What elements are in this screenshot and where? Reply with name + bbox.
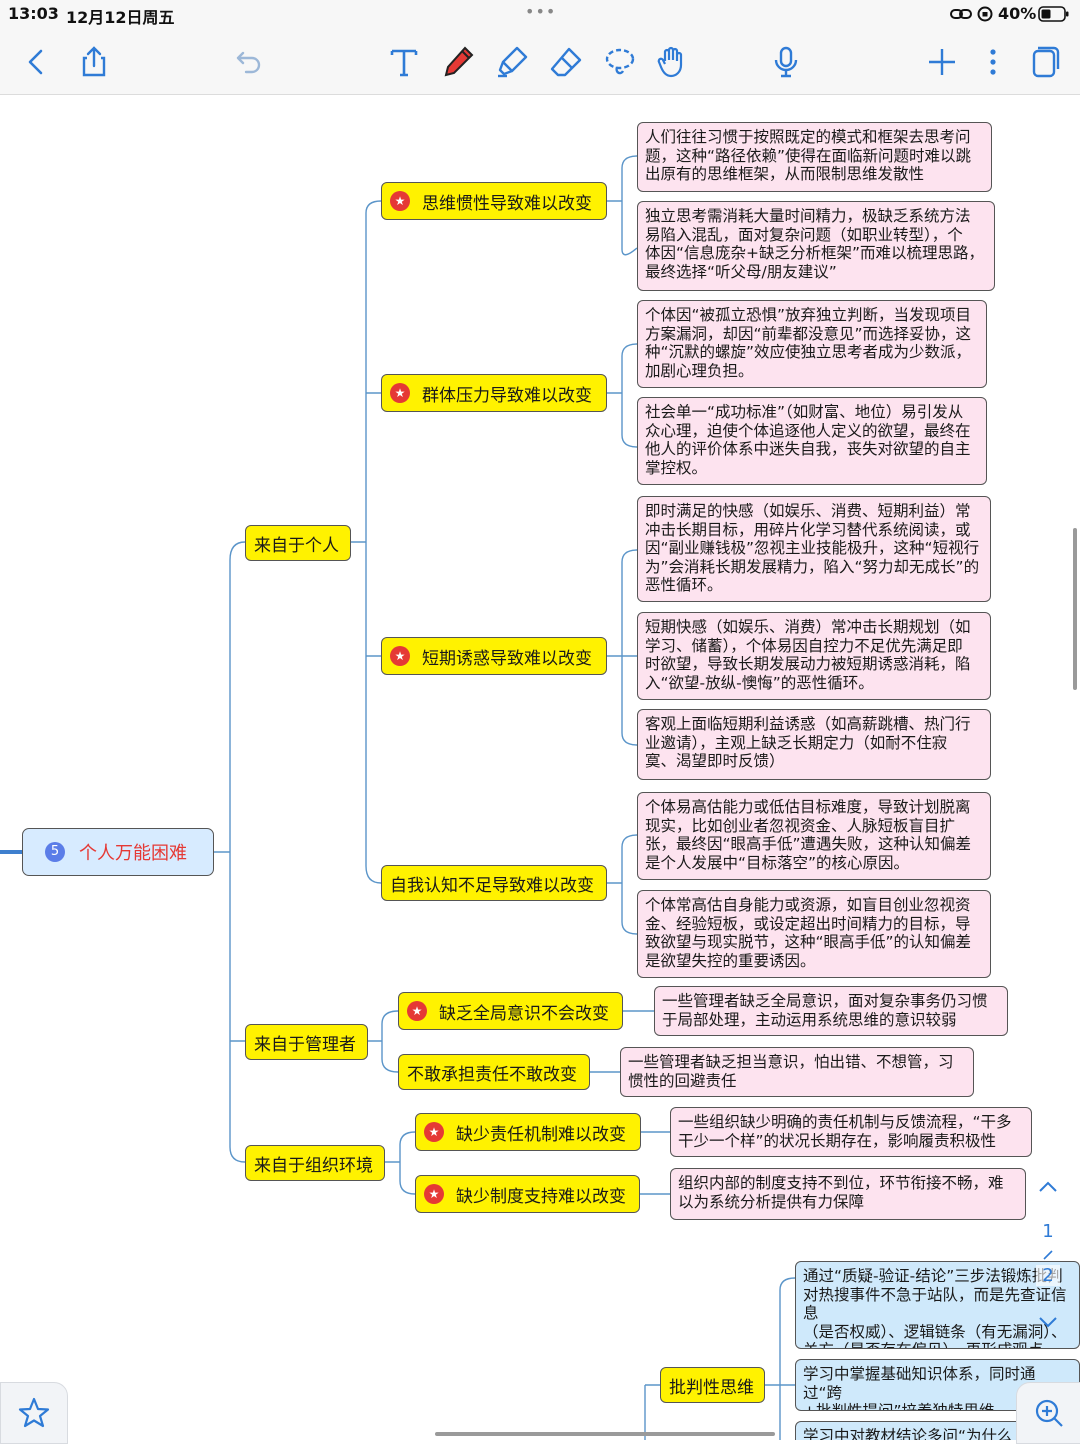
topic-critical-thinking[interactable]: 批判性思维 [660, 1367, 765, 1403]
branch-label: 来自于个人 [254, 535, 339, 556]
link-icon [950, 6, 972, 26]
toolbar [0, 30, 1080, 95]
share-icon [82, 46, 106, 77]
note-card[interactable]: 组织内部的制度支持不到位，环节衔接不畅，难 以为系统分析提供有力保障 [670, 1168, 1026, 1220]
root-label: 个人万能困难 [79, 843, 187, 864]
page-down-button[interactable] [1036, 1313, 1060, 1334]
page-up-button[interactable] [1036, 1178, 1060, 1199]
topic-institutional-support[interactable]: ★ 缺少制度支持难以改变 [415, 1175, 640, 1213]
battery-percent: 40% [998, 4, 1037, 23]
topic-short-term-temptation[interactable]: ★ 短期诱惑导致难以改变 [381, 637, 607, 675]
branch-organization[interactable]: 来自于组织环境 [245, 1145, 385, 1181]
zoom-button[interactable] [1016, 1382, 1080, 1444]
topic-label: 缺乏全局意识不会改变 [439, 1003, 609, 1024]
note-card[interactable]: 客观上面临短期利益诱惑（如高薪跳槽、热门行 业邀请），主观上缺乏长期定力（如耐不… [637, 709, 991, 780]
star-icon: ★ [390, 646, 410, 666]
note-card[interactable]: 一些组织缺少明确的责任机制与反馈流程，“干多 干少一个样”的状况长期存在，影响履… [670, 1107, 1032, 1157]
branch-personal[interactable]: 来自于个人 [245, 525, 351, 561]
add-button[interactable] [922, 42, 962, 82]
star-outline-icon [18, 1397, 50, 1428]
microphone-button[interactable] [766, 42, 806, 82]
topic-label: 群体压力导致难以改变 [422, 385, 592, 406]
chevron-down-icon [1039, 1317, 1057, 1328]
hand-icon [657, 46, 683, 78]
back-button[interactable] [16, 42, 56, 82]
text-tool-button[interactable] [384, 42, 424, 82]
note-card[interactable]: 个体因“被孤立恐惧”放弃独立判断，当发现项目 方案漏洞，却因“前辈都没意见”而选… [637, 300, 987, 388]
topic-avoid-responsibility[interactable]: 不敢承担责任不敢改变 [398, 1054, 590, 1090]
lasso-tool-button[interactable] [600, 42, 640, 82]
root-number-badge: 5 [45, 842, 65, 862]
topic-thinking-inertia[interactable]: ★ 思维惯性导致难以改变 [381, 182, 607, 220]
lasso-icon [605, 48, 635, 75]
note-card[interactable]: 个体常高估自身能力或资源，如盲目创业忽视资 金、经验短板，或设定超出时间精力的目… [637, 890, 991, 978]
star-icon: ★ [407, 1001, 427, 1021]
vertical-scrollbar[interactable] [1073, 528, 1077, 690]
topic-label: 自我认知不足导致难以改变 [390, 875, 594, 896]
branch-label: 来自于管理者 [254, 1034, 356, 1055]
topic-label: 不敢承担责任不敢改变 [407, 1064, 577, 1085]
more-button[interactable] [973, 42, 1013, 82]
star-icon: ★ [390, 383, 410, 403]
add-icon [929, 49, 955, 75]
pen-tool-button[interactable] [438, 42, 478, 82]
star-icon: ★ [424, 1122, 444, 1142]
note-card[interactable]: 通过“质疑-验证-结论”三步法锻炼批判 对热搜事件不急于站队，而是先查证信息 （… [795, 1261, 1080, 1349]
eraser-icon [550, 47, 582, 77]
favorite-button[interactable] [0, 1382, 68, 1444]
page-number-next: 2 [1036, 1265, 1060, 1286]
eraser-tool-button[interactable] [546, 42, 586, 82]
star-icon: ★ [390, 191, 410, 211]
root-node[interactable]: 5 个人万能困难 [22, 828, 214, 876]
chevron-up-icon [1039, 1181, 1057, 1192]
note-card[interactable]: 人们往往习惯于按照既定的模式和框架去思考问 题，这种“路径依赖”使得在面临新问题… [637, 122, 992, 192]
topic-self-awareness[interactable]: 自我认知不足导致难以改变 [381, 865, 607, 901]
battery-icon [1038, 5, 1070, 27]
topic-label: 思维惯性导致难以改变 [422, 193, 592, 214]
topic-accountability-mechanism[interactable]: ★ 缺少责任机制难以改变 [415, 1113, 641, 1151]
topic-group-pressure[interactable]: ★ 群体压力导致难以改变 [381, 374, 607, 412]
note-card[interactable]: 学习中对教材结论多问“为什么 [795, 1421, 1080, 1440]
note-card[interactable]: 即时满足的快感（如娱乐、消费、短期利益）常 冲击长期目标，用碎片化学习替代系统阅… [637, 496, 991, 602]
star-icon: ★ [424, 1184, 444, 1204]
highlighter-icon [498, 46, 528, 78]
branch-label: 来自于组织环境 [254, 1155, 373, 1176]
note-card[interactable]: 短期快感（如娱乐、消费）常冲击长期规划（如 学习、储蓄），个体易因自控力不足优先… [637, 612, 991, 700]
topic-label: 缺少责任机制难以改变 [456, 1124, 626, 1145]
pages-button[interactable] [1024, 42, 1064, 82]
status-date: 12月12日周五 [66, 8, 175, 27]
highlighter-tool-button[interactable] [492, 42, 532, 82]
more-icon [990, 49, 996, 75]
undo-icon [236, 51, 261, 74]
note-card[interactable]: 社会单一“成功标准”（如财富、地位）易引发从 众心理，迫使个体追逐他人定义的欲望… [637, 397, 987, 485]
pen-icon [444, 46, 474, 77]
topic-label: 缺少制度支持难以改变 [456, 1186, 626, 1207]
back-icon [28, 49, 43, 75]
mindmap-canvas[interactable]: 5 个人万能困难 来自于个人 来自于管理者 来自于组织环境 ★ 思维惯性导致难以改… [0, 95, 1080, 1440]
topic-global-awareness[interactable]: ★ 缺乏全局意识不会改变 [398, 992, 623, 1030]
pages-icon [1032, 46, 1060, 78]
connector-lines [0, 155, 796, 1440]
zoom-in-icon [1035, 1399, 1063, 1427]
topic-label: 批判性思维 [669, 1377, 754, 1398]
undo-button[interactable] [228, 42, 268, 82]
hand-tool-button[interactable] [652, 42, 692, 82]
share-button[interactable] [74, 42, 114, 82]
status-bar: 13:03 12月12日周五 ••• 40% [0, 0, 1080, 30]
page-separator [1042, 1246, 1054, 1260]
status-time: 13:03 [8, 4, 59, 23]
text-icon [390, 49, 418, 77]
horizontal-scrollbar[interactable] [435, 1432, 775, 1436]
branch-manager[interactable]: 来自于管理者 [245, 1024, 368, 1060]
orientation-lock-icon [977, 6, 993, 26]
page-number-current: 1 [1042, 1221, 1054, 1242]
note-card[interactable]: 一些管理者缺乏全局意识，面对复杂事务仍习惯 于局部处理，主动运用系统思维的意识较… [654, 986, 1008, 1036]
note-card[interactable]: 一些管理者缺乏担当意识，怕出错、不想管，习 惯性的回避责任 [620, 1047, 974, 1097]
multitask-dots[interactable]: ••• [525, 2, 557, 21]
topic-label: 短期诱惑导致难以改变 [422, 648, 592, 669]
microphone-icon [774, 46, 798, 78]
note-card[interactable]: 独立思考需消耗大量时间精力，极缺乏系统方法 易陷入混乱，面对复杂问题（如职业转型… [637, 201, 995, 291]
note-card[interactable]: 个体易高估能力或低估目标难度，导致计划脱离 现实，比如创业者忽视资金、人脉短板盲… [637, 792, 991, 880]
